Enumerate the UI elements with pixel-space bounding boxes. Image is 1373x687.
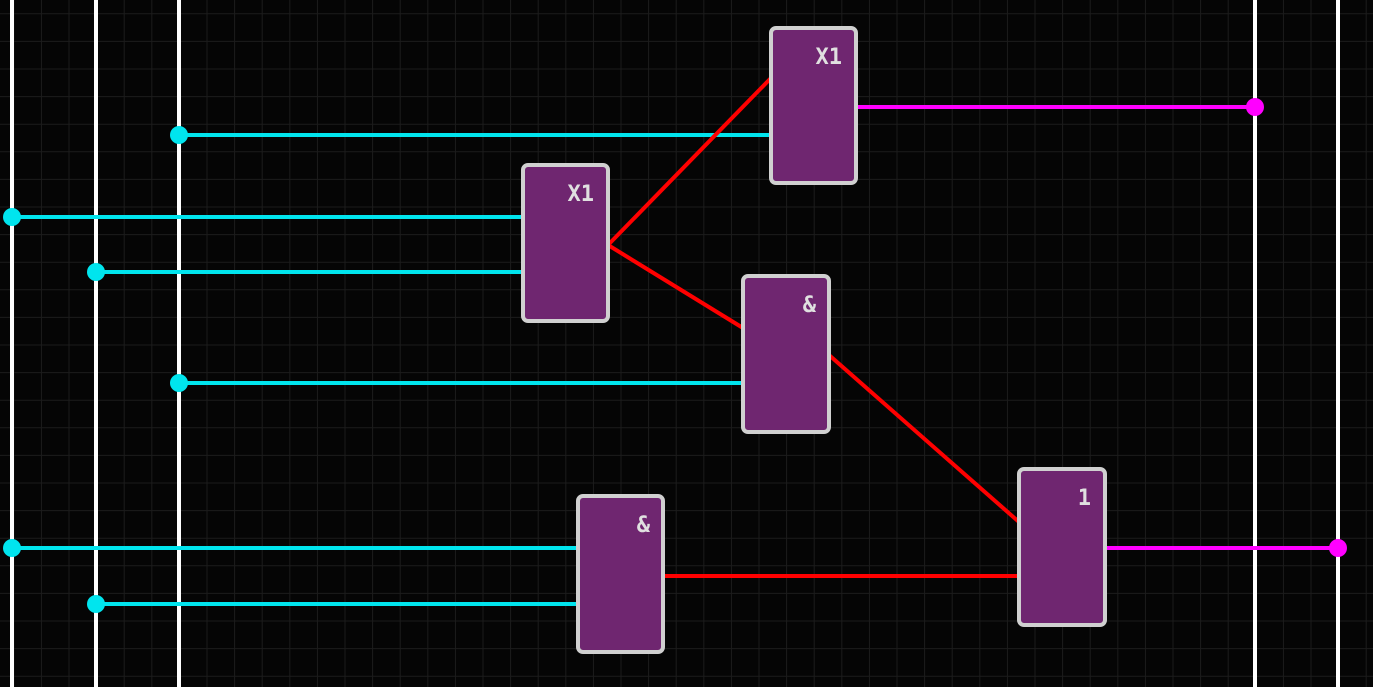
input-terminal-dot[interactable]	[87, 263, 105, 281]
connection-dots	[3, 98, 1347, 613]
output-wires	[856, 105, 1338, 550]
gate-and-bottom[interactable]: &	[576, 494, 665, 654]
output-terminal-dot[interactable]	[1246, 98, 1264, 116]
gate-body[interactable]	[576, 494, 665, 654]
gate-xor-mid[interactable]: X1	[521, 163, 610, 323]
gate-body[interactable]	[769, 26, 858, 185]
gate-and-mid[interactable]: &	[741, 274, 831, 434]
input-terminal-dot[interactable]	[3, 208, 21, 226]
input-terminal-dot[interactable]	[3, 539, 21, 557]
gate-label: &	[637, 513, 651, 538]
gate-body[interactable]	[741, 274, 831, 434]
input-terminal-dot[interactable]	[170, 126, 188, 144]
gate-label: &	[803, 293, 817, 318]
internal-wire[interactable]	[606, 76, 773, 247]
internal-wire[interactable]	[827, 353, 1021, 524]
gates: X1 X1 & & 1	[521, 26, 1107, 654]
internal-wire[interactable]	[606, 243, 745, 330]
gate-body[interactable]	[1017, 467, 1107, 627]
input-terminal-dot[interactable]	[170, 374, 188, 392]
gate-xor-top[interactable]: X1	[769, 26, 858, 185]
gate-label: X1	[816, 45, 843, 70]
gate-label: X1	[568, 182, 595, 207]
input-wires	[12, 133, 770, 606]
gate-or-out[interactable]: 1	[1017, 467, 1107, 627]
internal-wires	[606, 76, 1021, 578]
output-terminal-dot[interactable]	[1329, 539, 1347, 557]
gate-label: 1	[1078, 486, 1091, 511]
gate-body[interactable]	[521, 163, 610, 323]
input-terminal-dot[interactable]	[87, 595, 105, 613]
